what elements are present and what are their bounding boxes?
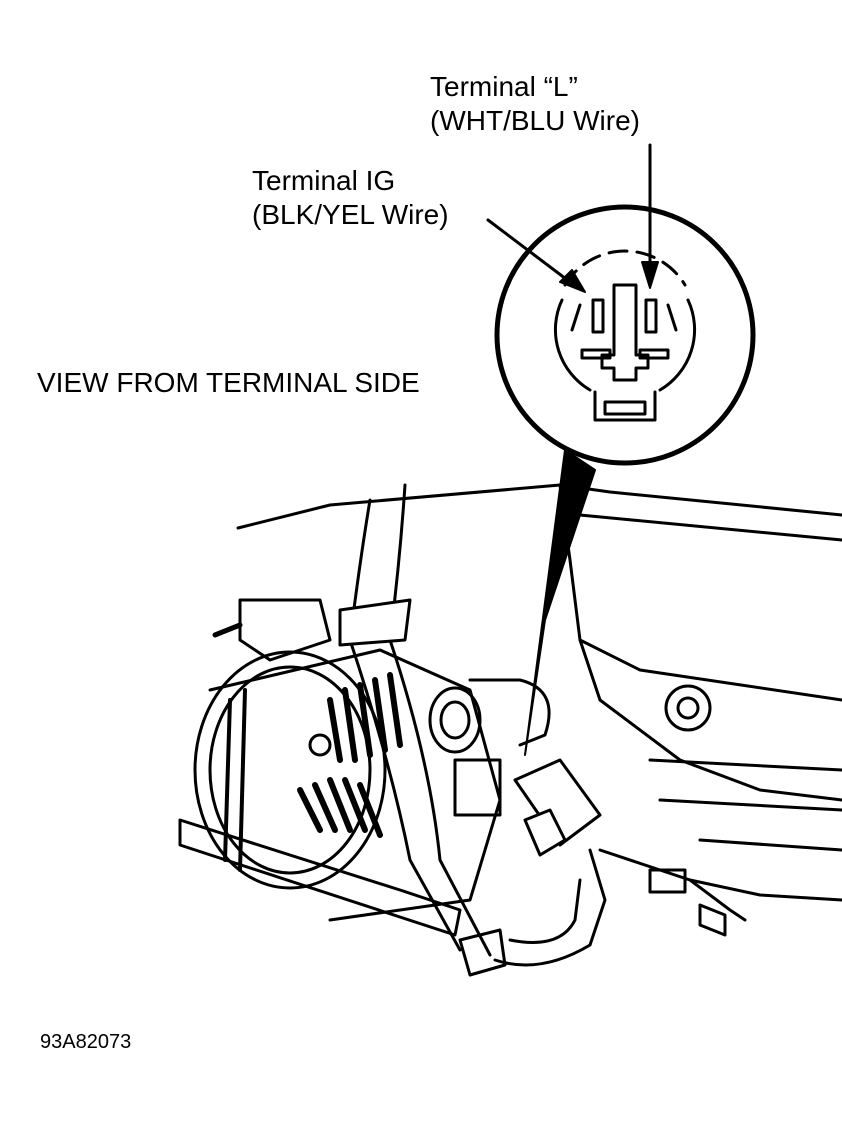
terminal-l-label: Terminal “L” (WHT/BLU Wire) xyxy=(430,70,640,138)
terminal-ig-label-line1: Terminal IG xyxy=(252,165,396,196)
callout-wedge xyxy=(524,449,596,756)
alternator xyxy=(178,598,551,937)
terminal-ig-slot xyxy=(591,298,605,334)
terminal-l-slot xyxy=(644,298,658,334)
connector-inset xyxy=(494,204,756,466)
terminal-ig-label-line2: (BLK/YEL Wire) xyxy=(252,199,449,230)
terminal-ig-label: Terminal IG (BLK/YEL Wire) xyxy=(252,164,449,232)
arrow-terminal-ig xyxy=(486,218,586,293)
terminal-l-label-line2: (WHT/BLU Wire) xyxy=(430,105,640,136)
engine-block xyxy=(236,483,842,937)
view-caption: VIEW FROM TERMINAL SIDE xyxy=(37,367,420,398)
figure-code: 93A82073 xyxy=(40,1031,132,1053)
wire-harness xyxy=(338,483,607,977)
terminal-l-label-line1: Terminal “L” xyxy=(430,71,578,102)
arrow-terminal-l xyxy=(641,143,659,289)
